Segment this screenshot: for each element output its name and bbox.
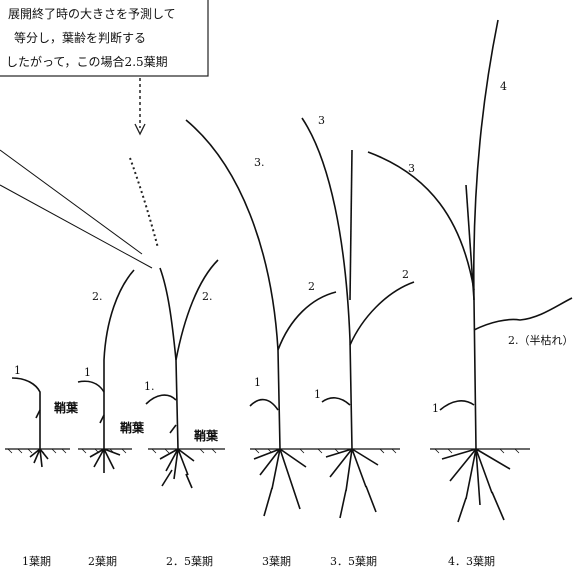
stage-label-2-5: 2．5葉期	[166, 554, 213, 568]
callout: 展開終了時の大きさを予測して 等分し，葉齢を判断する したがって，この場合2.5…	[0, 0, 208, 76]
stage-label-4-3: 4．3葉期	[448, 554, 495, 568]
leaf-label-2-s35: 2	[402, 268, 409, 281]
stage-labels: 1葉期 2葉期 2．5葉期 3葉期 3．5葉期 4．3葉期	[22, 554, 495, 568]
stage-label-3: 3葉期	[262, 554, 291, 568]
leaf-label-1-s35: 1	[314, 388, 321, 401]
plant-stage-1	[12, 378, 48, 467]
leaf-label-2-s3: 2	[308, 280, 315, 293]
plant-stage-3-5	[302, 118, 414, 518]
leaf-label-1-s25: 1.	[144, 380, 155, 393]
leaf-label-3-s35: 3	[318, 114, 325, 127]
stage-label-3-5: 3．5葉期	[330, 554, 377, 568]
leaf-label-2-s2: 2.	[92, 290, 103, 303]
leaf-label-4-s43: 4	[500, 80, 507, 93]
sheath-label-s25: 鞘葉	[194, 428, 219, 443]
sheath-label-s1: 鞘葉	[54, 400, 79, 415]
leaf-label-1-s43: 1	[432, 402, 439, 415]
plant-stage-3	[186, 120, 336, 516]
callout-arrow	[135, 78, 145, 134]
pointer-lines	[0, 150, 152, 268]
stage-label-1: 1葉期	[22, 554, 51, 568]
leaf-label-2-s43: 2.（半枯れ）	[508, 333, 573, 347]
sheath-label-s2: 鞘葉	[120, 420, 145, 435]
leaf-label-3-s43: 3	[408, 162, 415, 175]
leaf-label-1-s1: 1	[14, 364, 21, 377]
leaf-label-3-s3: 3.	[254, 156, 265, 169]
leaf-label-2-s25: 2.	[202, 290, 213, 303]
callout-line-1: 展開終了時の大きさを予測して	[8, 6, 176, 21]
callout-line-2: 等分し，葉齢を判断する	[14, 30, 146, 45]
projected-leaf-dotted	[130, 158, 158, 248]
callout-line-3: したがって，この場合2.5葉期	[6, 54, 168, 69]
stage-label-2: 2葉期	[88, 554, 117, 568]
leaf-label-1-s3: 1	[254, 376, 261, 389]
leaf-label-1-s2: 1	[84, 366, 91, 379]
plant-stage-4-3	[368, 20, 572, 522]
